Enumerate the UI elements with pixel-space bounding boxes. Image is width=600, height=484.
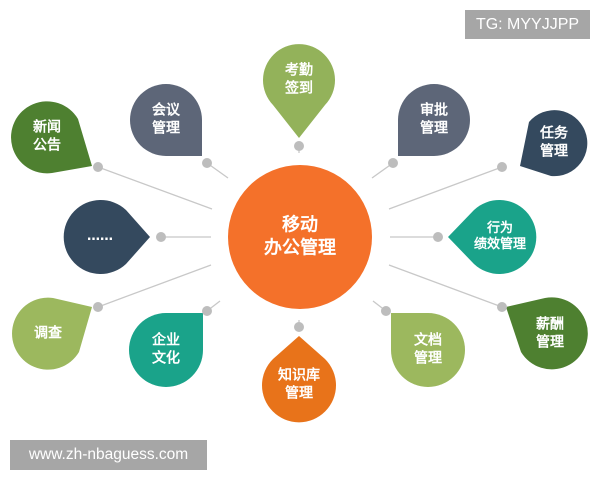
- node-culture-line2: 文化: [152, 350, 180, 366]
- node-attendance: 考勤 签到: [285, 63, 313, 98]
- node-shapes: [11, 44, 588, 423]
- node-attendance-line1: 考勤: [285, 62, 313, 79]
- node-survey-line1: 调查: [34, 325, 62, 342]
- connector-dots: [93, 141, 507, 332]
- dot-performance: [433, 232, 443, 242]
- node-survey: 调查: [34, 325, 62, 343]
- node-salary: 薪酬 管理: [536, 317, 564, 352]
- dot-meeting: [202, 158, 212, 168]
- dot-task: [497, 162, 507, 172]
- node-news-line2: 公告: [33, 137, 61, 153]
- node-task-line1: 任务: [540, 125, 568, 142]
- node-task: 任务 管理: [540, 126, 568, 161]
- node-more-line1: ……: [87, 228, 113, 244]
- node-performance: 行为 绩效管理: [474, 221, 526, 254]
- dot-culture: [202, 306, 212, 316]
- node-meeting-line2: 管理: [152, 120, 180, 136]
- node-culture: 企业 文化: [152, 333, 180, 368]
- dot-attendance: [294, 141, 304, 151]
- center-label-line2: 办公管理: [264, 237, 336, 258]
- dot-news: [93, 162, 103, 172]
- connector-news: [97, 166, 213, 210]
- node-document-line1: 文档: [414, 332, 442, 349]
- node-meeting: 会议 管理: [152, 103, 180, 138]
- dot-approval: [388, 158, 398, 168]
- node-approval-line1: 审批: [420, 102, 448, 119]
- node-knowledge-line2: 管理: [285, 385, 313, 401]
- node-meeting-line1: 会议: [152, 102, 180, 119]
- node-more: ……: [87, 229, 113, 245]
- node-document: 文档 管理: [414, 333, 442, 368]
- connector-salary: [388, 264, 503, 308]
- node-knowledge-line1: 知识库: [278, 367, 320, 384]
- connector-task: [388, 166, 503, 210]
- node-performance-line2: 绩效管理: [473, 237, 527, 252]
- center-label: 移动 办公管理: [264, 215, 336, 260]
- watermark-url: www.zh-nbaguess.com: [10, 440, 207, 470]
- center-label-line1: 移动: [282, 214, 318, 236]
- watermark-tg: TG: MYYJJPP: [465, 10, 590, 39]
- node-task-line2: 管理: [540, 143, 568, 159]
- dot-salary: [497, 302, 507, 312]
- node-attendance-line2: 签到: [285, 80, 313, 96]
- dot-document: [381, 306, 391, 316]
- dot-survey: [93, 302, 103, 312]
- node-approval-line2: 管理: [420, 120, 448, 136]
- node-performance-line1: 行为: [486, 220, 514, 236]
- node-knowledge: 知识库 管理: [278, 368, 320, 403]
- node-salary-line2: 管理: [536, 334, 564, 350]
- node-news: 新闻 公告: [33, 120, 61, 155]
- node-salary-line1: 薪酬: [536, 316, 564, 333]
- node-news-line1: 新闻: [33, 119, 61, 136]
- center-hub: [228, 165, 372, 309]
- node-approval: 审批 管理: [420, 103, 448, 138]
- dot-knowledge: [294, 322, 304, 332]
- node-document-line2: 管理: [414, 350, 442, 366]
- node-culture-line1: 企业: [152, 332, 180, 349]
- connector-survey: [97, 264, 212, 308]
- dot-more: [156, 232, 166, 242]
